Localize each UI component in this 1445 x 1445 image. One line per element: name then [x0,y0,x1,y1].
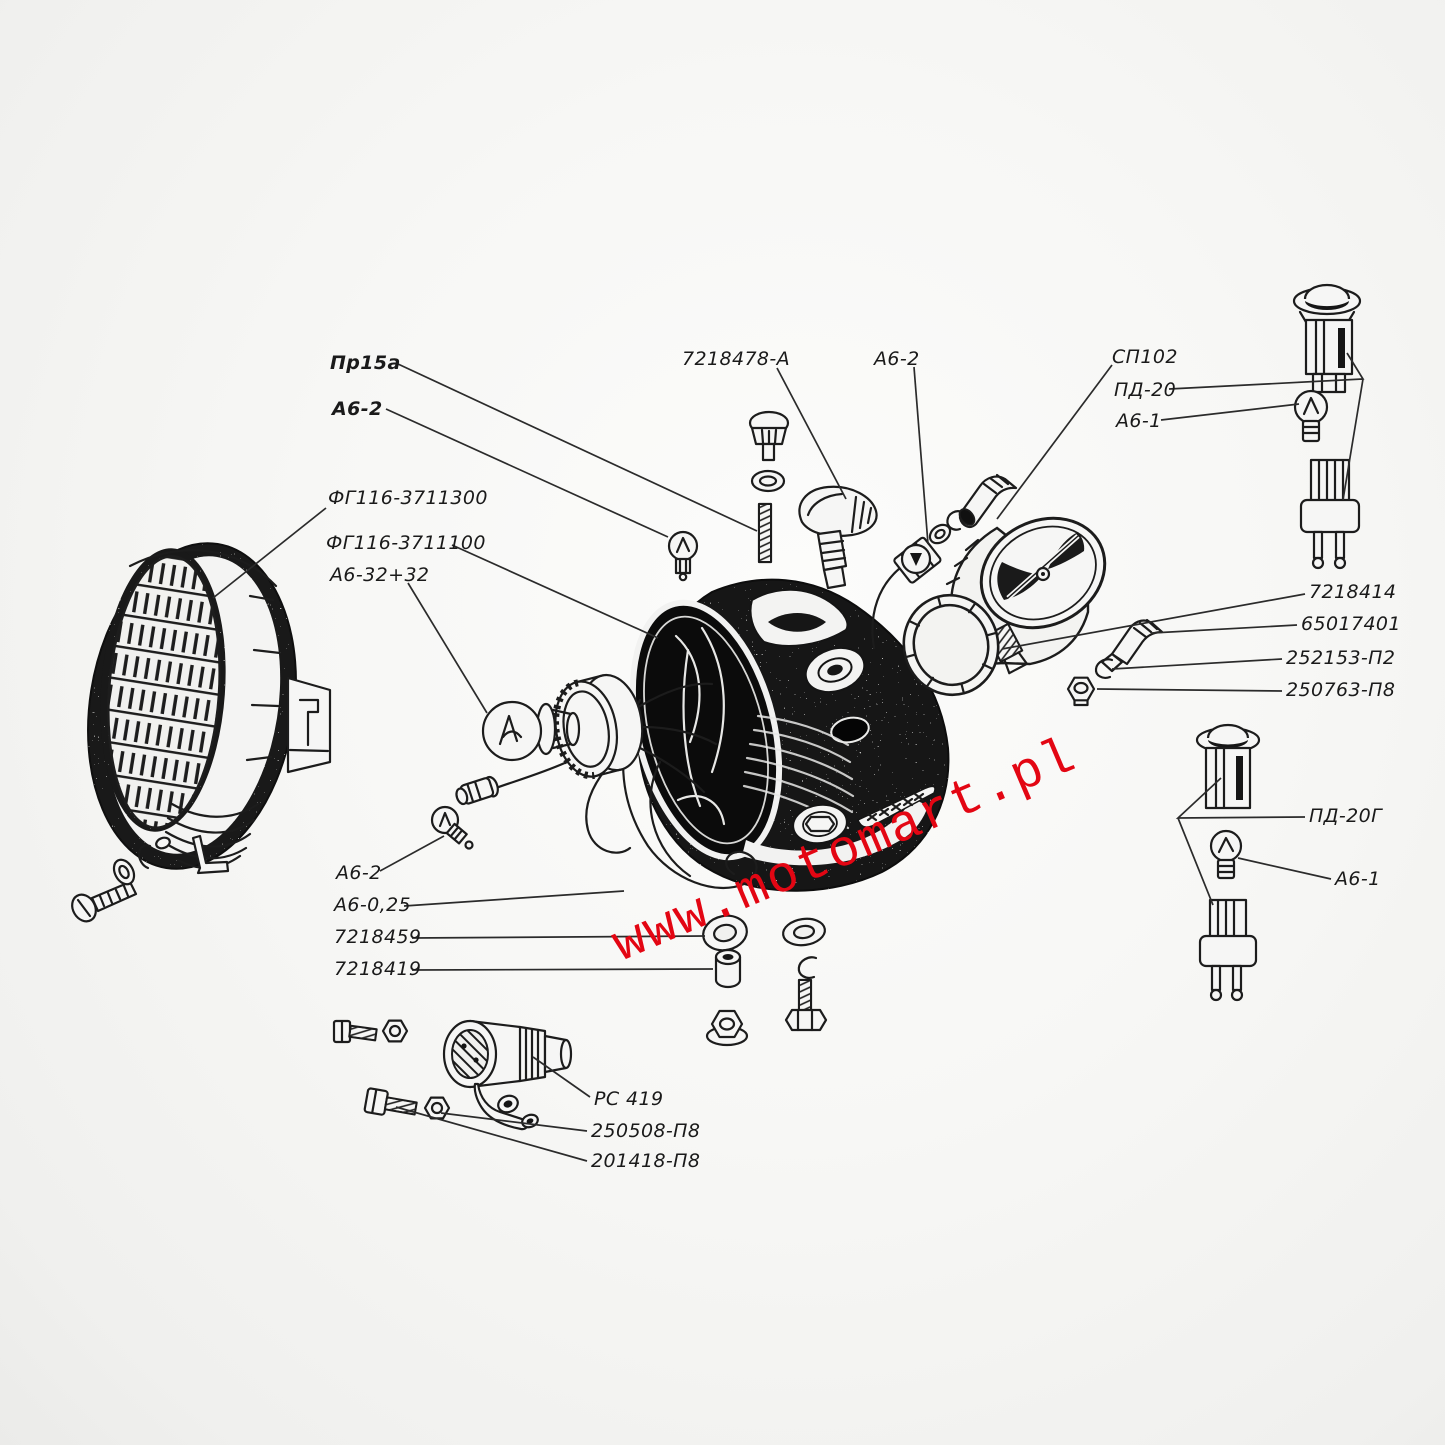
part-label-pd-20g: ПД-20Г [1309,805,1383,827]
leader-7218459 [411,935,706,939]
leader-pd-20g [1175,777,1306,906]
leader-7218414 [1001,593,1306,650]
leader-65017401 [1151,624,1298,634]
leader-a6-2-topleft [385,408,669,538]
leader-pr15a [397,363,758,532]
part-label-a6-2-bottom: А6-2 [336,862,382,884]
leader-7218478-a [776,367,847,500]
adjuster-parts [667,410,878,590]
part-label-7218478-a: 7218478-А [682,348,791,370]
part-label-7218414: 7218414 [1309,581,1397,603]
part-label-pd-20: ПД-20 [1114,379,1177,401]
leader-a6-32-32 [407,582,488,714]
part-label-fg116-3711100: ФГ116-3711100 [326,532,486,554]
leader-250763-p8 [1096,688,1283,692]
part-label-7218419: 7218419 [334,958,422,980]
leader-a6-025 [403,890,625,907]
part-label-a6-2-topleft: А6-2 [332,398,383,420]
leader-fg116-3711100 [451,544,659,639]
part-label-pr15a: Пр15а [330,352,401,374]
leader-7218419 [411,968,714,971]
leader-252153-p2 [1111,658,1283,670]
rs419-switch-group [332,1019,573,1131]
leader-201418-p8 [395,1106,588,1162]
leader-a6-1-top [1160,403,1300,421]
part-label-250763-p8: 250763-П8 [1286,679,1396,701]
part-label-a6-2-topmid: А6-2 [874,348,920,370]
leader-a6-2-topmid [913,366,929,545]
parking-bulb [430,805,474,850]
elbow-connector-set [1066,618,1164,707]
headlight-bulb-socket [455,673,718,806]
part-label-252153-p2: 252153-П2 [1286,647,1396,669]
leader-rs419 [532,1056,591,1098]
rim-screw-set [71,844,152,923]
leader-a6-2-bottom [379,835,445,872]
pd20-lamp-set [1292,283,1362,570]
part-label-a6-1-bottom: А6-1 [1335,868,1381,890]
part-label-fg116-3711300: ФГ116-3711300 [328,487,488,509]
wire-connector [455,775,499,806]
part-label-a6-32-32: А6-32+32 [330,564,430,586]
pd20g-lamp-set [1195,723,1261,1002]
mount-fasteners [702,914,828,1047]
pilot-lamp-wire-set [893,473,1018,584]
speedometer [941,516,1107,675]
leader-sp102 [996,364,1113,520]
part-label-a6-025: А6-0,25 [334,894,412,916]
leader-a6-1-bottom [1237,857,1332,880]
leader-fg116-3711300 [212,507,327,599]
headlight-housing [585,566,950,892]
leader-pd-20 [1168,352,1365,501]
optical-element [64,527,332,885]
leader-250508-p8 [440,1112,588,1132]
part-label-sp102: СП102 [1112,346,1178,368]
part-label-250508-p8: 250508-П8 [591,1120,701,1142]
part-label-7218459: 7218459 [334,926,422,948]
leader-lines [212,352,1365,1162]
part-label-a6-1-top: А6-1 [1116,410,1162,432]
seal-ring [902,593,1000,697]
part-label-201418-p8: 201418-П8 [591,1150,701,1172]
part-label-rs419: РС 419 [594,1088,664,1110]
part-label-65017401: 65017401 [1301,613,1401,635]
